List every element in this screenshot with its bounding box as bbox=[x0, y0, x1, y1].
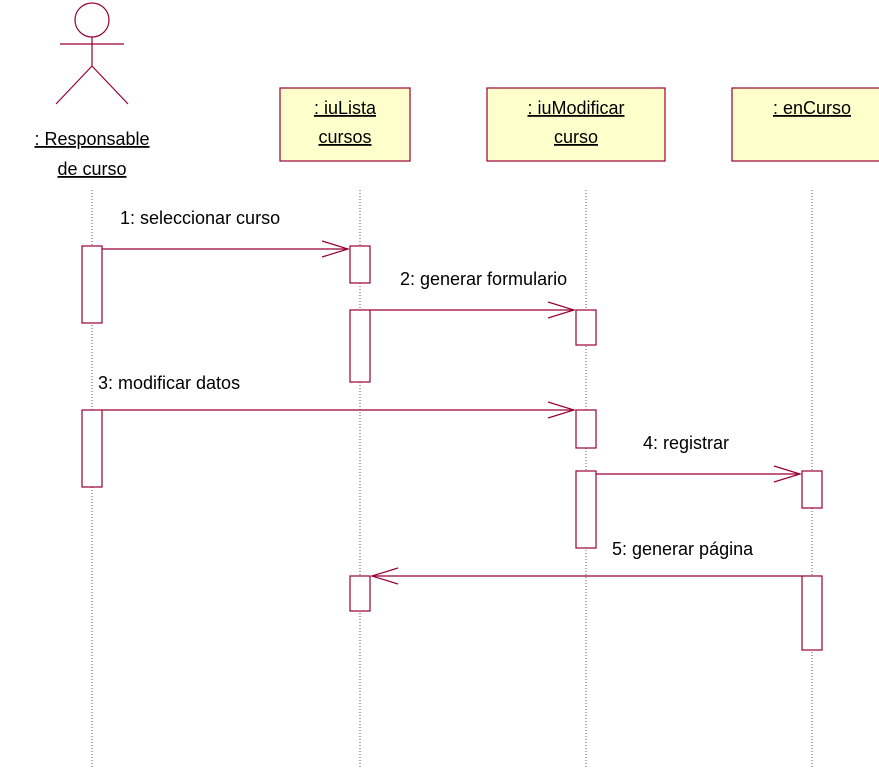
object-label-line1: : iuLista bbox=[314, 98, 377, 118]
arrowhead-icon bbox=[321, 240, 351, 258]
activation-encurso-1 bbox=[801, 470, 823, 509]
message-4[interactable] bbox=[596, 465, 803, 483]
activation-iumodificar-3 bbox=[575, 470, 597, 549]
arrowhead-icon bbox=[547, 401, 577, 419]
message-label-3: 3: modificar datos bbox=[98, 373, 240, 393]
object-iulista[interactable]: : iuLista cursos bbox=[279, 87, 411, 162]
object-box bbox=[279, 87, 411, 162]
object-label-line2: curso bbox=[554, 127, 598, 147]
message-label-5: 5: generar página bbox=[612, 539, 754, 559]
arrowhead-icon bbox=[773, 465, 803, 483]
activation-iulista-1 bbox=[349, 245, 371, 284]
activation-responsable-1 bbox=[81, 245, 103, 324]
stick-figure-actor-icon bbox=[55, 2, 129, 105]
message-5[interactable] bbox=[369, 567, 802, 585]
activation-iulista-3 bbox=[349, 575, 371, 612]
activation-responsable-2 bbox=[81, 409, 103, 488]
object-iumodificar[interactable]: : iuModificar curso bbox=[486, 87, 666, 162]
object-label-line1: : enCurso bbox=[773, 98, 851, 118]
activations bbox=[81, 245, 823, 651]
arrowhead-icon bbox=[369, 567, 399, 585]
activation-encurso-2 bbox=[801, 575, 823, 651]
message-2[interactable] bbox=[370, 301, 577, 319]
activation-iumodificar-1 bbox=[575, 309, 597, 346]
object-box bbox=[731, 87, 879, 162]
activation-iulista-2 bbox=[349, 309, 371, 383]
message-label-1: 1: seleccionar curso bbox=[120, 208, 280, 228]
activation-iumodificar-2 bbox=[575, 409, 597, 449]
object-label-line1: : iuModificar bbox=[527, 98, 624, 118]
actor-label-line1: : Responsable bbox=[34, 129, 149, 149]
message-3[interactable] bbox=[102, 401, 577, 419]
message-1[interactable] bbox=[102, 240, 351, 258]
actor-responsable[interactable]: : Responsable de curso bbox=[34, 2, 150, 179]
object-box bbox=[486, 87, 666, 162]
actor-label-line2: de curso bbox=[57, 159, 126, 179]
object-label-line2: cursos bbox=[318, 127, 371, 147]
message-label-2: 2: generar formulario bbox=[400, 269, 567, 289]
object-encurso[interactable]: : enCurso bbox=[731, 87, 879, 162]
message-label-4: 4: registrar bbox=[643, 433, 729, 453]
arrowhead-icon bbox=[547, 301, 577, 319]
